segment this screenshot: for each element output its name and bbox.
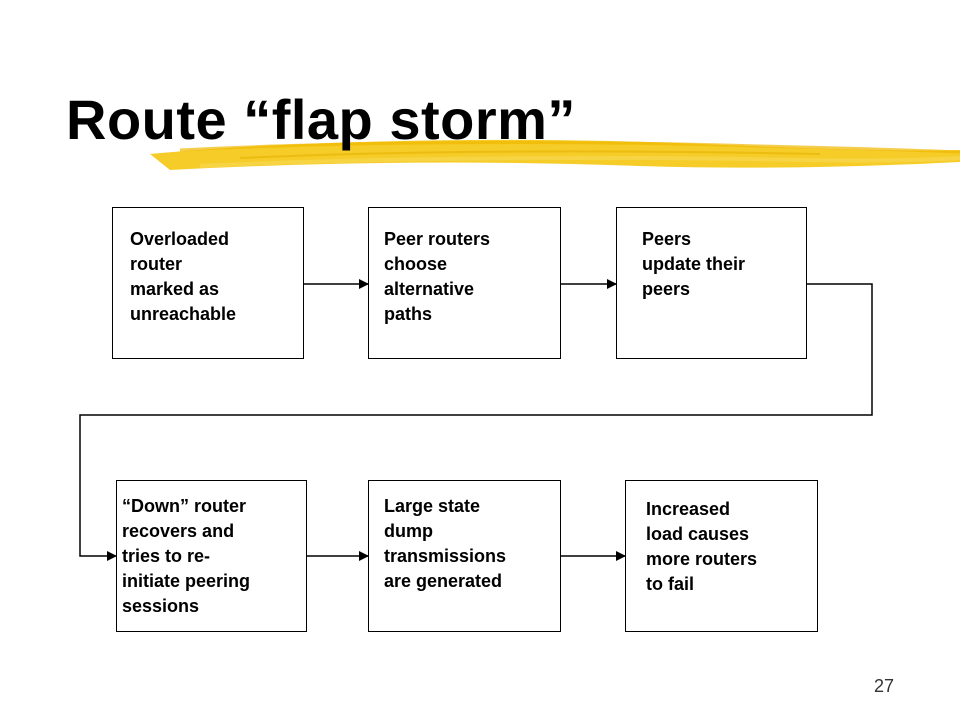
box-increased-load-label: Increased load causes more routers to fa… bbox=[646, 499, 758, 594]
page-number: 27 bbox=[874, 676, 895, 696]
box-increased-load bbox=[625, 480, 818, 632]
box-state-dump-label: Large state dump transmissions are gener… bbox=[384, 496, 507, 591]
box-peer-routers bbox=[368, 207, 561, 359]
highlight-brush-stroke bbox=[150, 139, 960, 170]
box-peers-update bbox=[616, 207, 807, 359]
box-down-router-label: “Down” router recovers and tries to re- … bbox=[122, 496, 251, 616]
box-overloaded-router-label: Overloaded router marked as unreachable bbox=[130, 229, 237, 324]
box-peer-routers-label: Peer routers choose alternative paths bbox=[384, 229, 491, 324]
title-area: Route “flap storm” bbox=[0, 0, 960, 200]
box-down-router bbox=[116, 480, 307, 632]
box-peers-update-label: Peers update their peers bbox=[642, 229, 746, 299]
arrow-3-to-4 bbox=[79, 283, 873, 561]
box-overloaded-router bbox=[112, 207, 304, 359]
slide-title: Route “flap storm” bbox=[66, 88, 576, 151]
box-state-dump bbox=[368, 480, 561, 632]
